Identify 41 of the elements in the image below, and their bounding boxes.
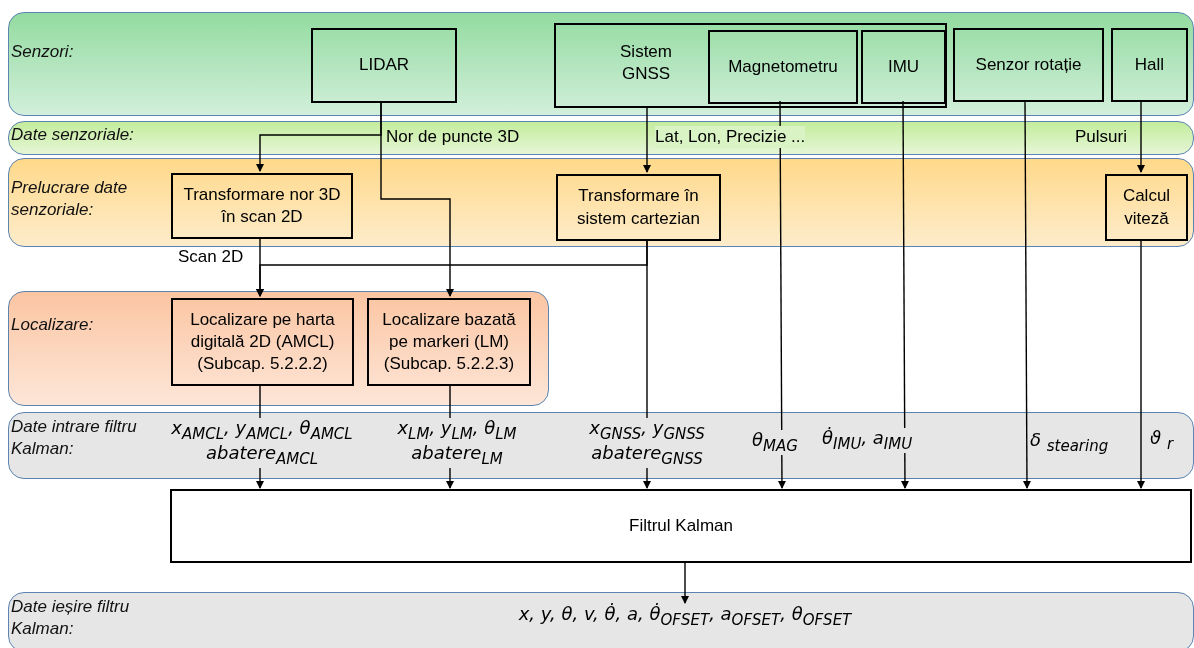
arrow bbox=[1022, 100, 1031, 489]
edge-label: Scan 2D bbox=[178, 246, 244, 268]
arrow bbox=[777, 100, 786, 489]
edge-label: Nor de puncte 3D bbox=[386, 126, 520, 148]
process-box: Localizare bazată pe markeri (LM) (Subcap. 5.2.2.3) bbox=[367, 298, 531, 386]
arrow bbox=[681, 562, 689, 604]
arrow bbox=[446, 384, 454, 489]
arrow bbox=[900, 100, 909, 489]
edge-label: δ $_{stearing}$ bbox=[1030, 430, 1109, 455]
arrow bbox=[256, 384, 264, 489]
group-label: Sistem GNSS bbox=[619, 41, 673, 86]
process-box: Calcul viteză bbox=[1105, 174, 1188, 241]
arrow bbox=[380, 101, 454, 297]
arrow bbox=[643, 239, 651, 489]
arrow bbox=[643, 106, 651, 173]
sensor-box: Hall bbox=[1111, 28, 1188, 102]
arrow bbox=[1137, 239, 1145, 489]
process-box: Localizare pe harta digitală 2D (AMCL) (Subcap. 5.2.2.2) bbox=[171, 298, 354, 386]
process-box: Transformare nor 3D în scan 2D bbox=[171, 173, 353, 239]
band-label: Date senzoriale: bbox=[11, 124, 134, 146]
edge-label: Pulsuri bbox=[1075, 126, 1127, 148]
band bbox=[8, 291, 549, 406]
band-label: Localizare: bbox=[11, 314, 94, 336]
sensor-box: Magnetometru bbox=[708, 30, 858, 104]
sensor-group-box bbox=[554, 23, 947, 108]
filter-box: Filtrul Kalman bbox=[170, 489, 1192, 563]
edge-label: θ̇$_{IMU}$, a$_{IMU}$ bbox=[822, 428, 913, 453]
arrow bbox=[1137, 100, 1145, 173]
band-label: Senzori: bbox=[11, 41, 74, 63]
band bbox=[8, 158, 1194, 247]
process-box: Transformare în sistem cartezian bbox=[556, 174, 721, 241]
band-label: Date intrare filtru Kalman: bbox=[11, 416, 138, 461]
band-label: Prelucrare date senzoriale: bbox=[11, 177, 129, 222]
output-variables: x, y, θ, v, θ̇, a, θ̇$_{OFSET}$, a$_{OFSET}$, θ$_{OFSET}$ bbox=[500, 604, 870, 629]
edge-label: θ$_{MAG}$ bbox=[752, 430, 798, 455]
edge-label: Lat, Lon, Precizie ... bbox=[655, 126, 806, 149]
sensor-box: IMU bbox=[861, 30, 946, 104]
sensor-box: LIDAR bbox=[311, 28, 457, 103]
band-label: Date ieșire filtru Kalman: bbox=[11, 596, 131, 641]
band bbox=[8, 12, 1194, 116]
sensor-box: Senzor rotație bbox=[953, 28, 1104, 102]
